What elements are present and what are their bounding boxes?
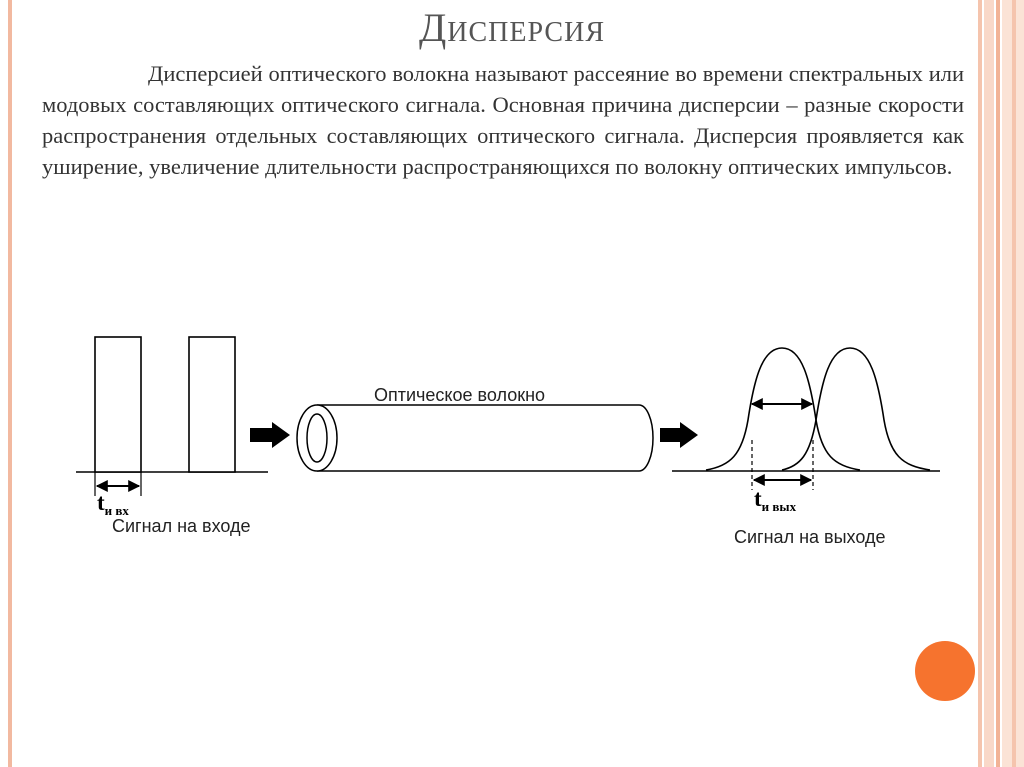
- fiber-label: Оптическое волокно: [374, 385, 545, 405]
- arrow-right-icon: [250, 422, 290, 448]
- output-signal-label: Сигнал на выходе: [734, 527, 885, 547]
- right-border-stripe: [996, 0, 1000, 767]
- right-border-stripe: [978, 0, 982, 767]
- right-border-stripe: [984, 0, 994, 767]
- input-signal-label: Сигнал на входе: [112, 516, 251, 536]
- slide-title: Дисперсия: [419, 5, 605, 50]
- output-pulse: [705, 347, 861, 471]
- output-pulse: [781, 347, 931, 471]
- fiber-end-core: [306, 413, 328, 463]
- input-duration-symbol: tи вх: [97, 490, 129, 518]
- input-pulse: [188, 336, 236, 473]
- left-border: [8, 0, 12, 767]
- decorative-circle: [915, 641, 975, 701]
- arrow-right-icon: [660, 422, 698, 448]
- right-border-stripe: [1012, 0, 1016, 767]
- definition-paragraph: Дисперсией оптического волокна называют …: [42, 61, 964, 179]
- input-pulse: [94, 336, 142, 473]
- output-duration-symbol: tи вых: [754, 486, 797, 514]
- fiber-body: [317, 404, 654, 472]
